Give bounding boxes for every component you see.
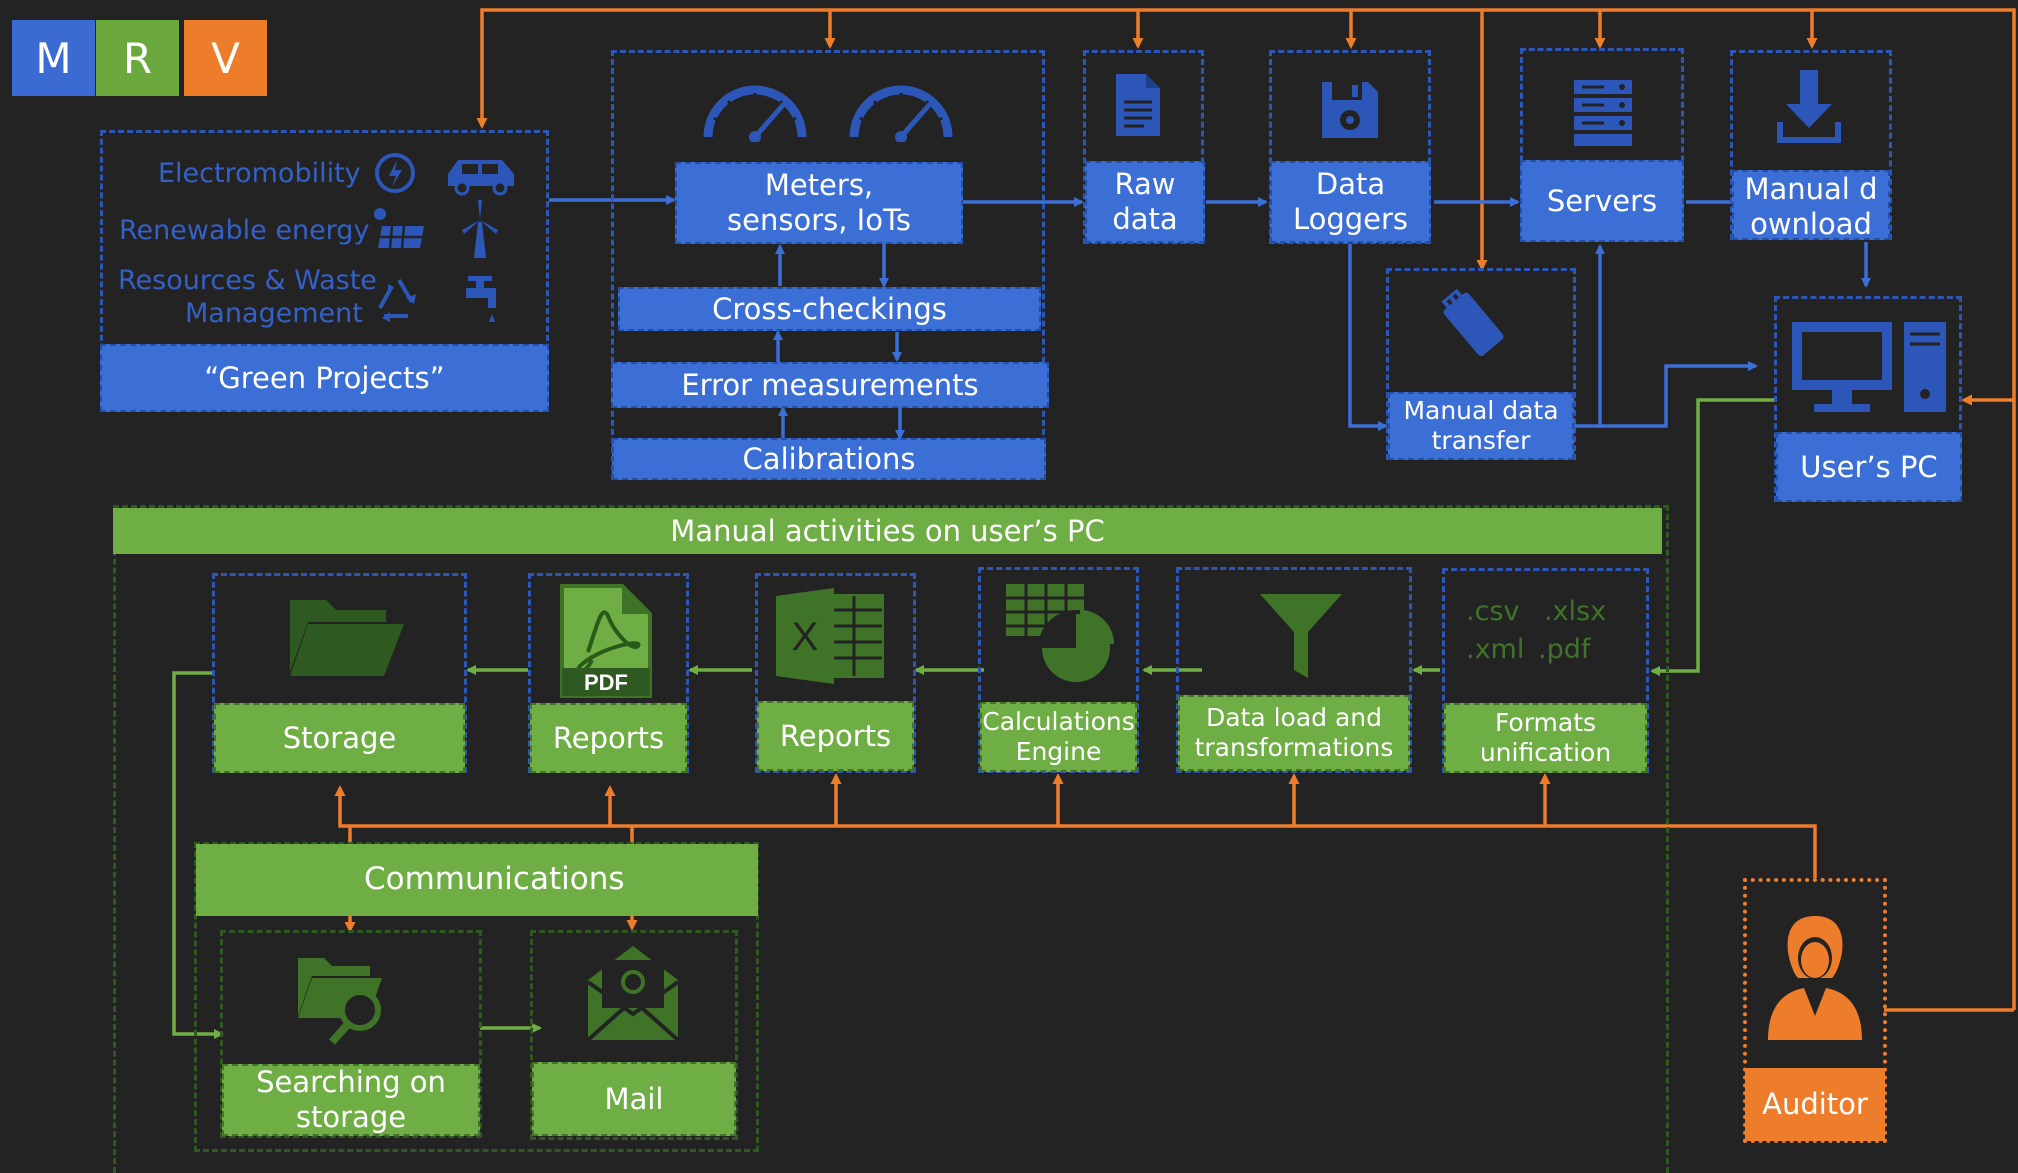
mail-frame <box>530 930 738 1140</box>
reports-excel-frame <box>755 573 916 773</box>
ev-charger-icon <box>375 153 415 193</box>
data-loggers-label: Data Loggers <box>1270 161 1431 243</box>
category-resources-waste: Resources & Waste <box>118 265 377 296</box>
mail-icon <box>586 946 680 1042</box>
folder-icon <box>290 600 404 676</box>
category-management: Management <box>185 298 363 329</box>
auditor-frame <box>1743 878 1887 1143</box>
document-icon <box>1116 74 1160 136</box>
report-flow-arrows <box>172 398 1776 1039</box>
format-xml: .xml <box>1466 634 1525 665</box>
format-xlsx: .xlsx <box>1544 596 1607 627</box>
desktop-computer-icon <box>1792 322 1946 412</box>
manual-download-label: Manual download <box>1732 170 1890 241</box>
excel-file-icon: X <box>776 588 884 684</box>
data-load-frame <box>1176 567 1412 773</box>
usb-stick-icon <box>1441 288 1504 356</box>
search-storage-frame <box>220 930 482 1138</box>
logo-v: V <box>184 20 267 96</box>
measurement-frame <box>611 50 1045 480</box>
funnel-icon <box>1260 594 1342 678</box>
manual-transfer-label: Manual data transfer <box>1388 392 1574 460</box>
storage-label: Storage <box>214 703 465 773</box>
users-pc-label: User’s PC <box>1776 432 1962 502</box>
gauge-icon <box>703 85 807 142</box>
servers-label: Servers <box>1520 160 1684 242</box>
search-storage-label: Searching on storage <box>222 1064 480 1136</box>
recycle-icon <box>378 278 416 322</box>
download-icon <box>1777 70 1841 143</box>
reports-pdf-label: Reports <box>530 703 687 773</box>
solar-panel-icon <box>374 208 424 249</box>
server-icon <box>1574 80 1632 146</box>
wind-turbine-icon <box>462 200 498 258</box>
error-measurements-label: Error measurements <box>611 362 1049 408</box>
pdf-file-icon: PDF <box>560 584 652 698</box>
green-projects-label: “Green Projects” <box>100 344 549 412</box>
pdf-badge-text: PDF <box>584 670 628 695</box>
calibrations-label: Calibrations <box>612 438 1046 480</box>
tap-icon <box>466 276 496 322</box>
calculations-label: Calculations Engine <box>980 702 1137 772</box>
manual-activities-title: Manual activities on user’s PC <box>113 508 1662 554</box>
format-csv: .csv <box>1466 596 1520 627</box>
car-icon <box>448 160 514 196</box>
excel-letter: X <box>792 615 819 659</box>
floppy-disk-icon <box>1322 82 1378 138</box>
category-electromobility: Electromobility <box>158 158 361 189</box>
mail-label: Mail <box>532 1062 736 1136</box>
format-pdf: .pdf <box>1538 634 1591 665</box>
reports-excel-label: Reports <box>757 701 914 771</box>
data-load-label: Data load and transformations <box>1178 695 1410 771</box>
auditor-top-bus <box>476 8 2016 1012</box>
cross-checkings-label: Cross-checkings <box>618 287 1041 331</box>
communications-label: Communications <box>196 844 758 916</box>
folder-search-icon <box>298 958 382 1045</box>
formats-label: Formats unification <box>1444 703 1647 773</box>
gauge-icon <box>849 85 953 142</box>
manual-activities-frame <box>113 505 1669 1173</box>
category-renewable-energy: Renewable energy <box>119 215 370 246</box>
communications-frame <box>194 842 759 1152</box>
auditor-person-icon <box>1768 916 1862 1040</box>
raw-data-label: Raw data <box>1085 161 1205 243</box>
meters-sensors-iots-label: Meters, sensors, IoTs <box>675 162 963 244</box>
spreadsheet-chart-icon <box>1006 584 1114 686</box>
auditor-label: Auditor <box>1745 1068 1885 1141</box>
logo-m: M <box>12 20 95 96</box>
logo-r: R <box>96 20 179 96</box>
